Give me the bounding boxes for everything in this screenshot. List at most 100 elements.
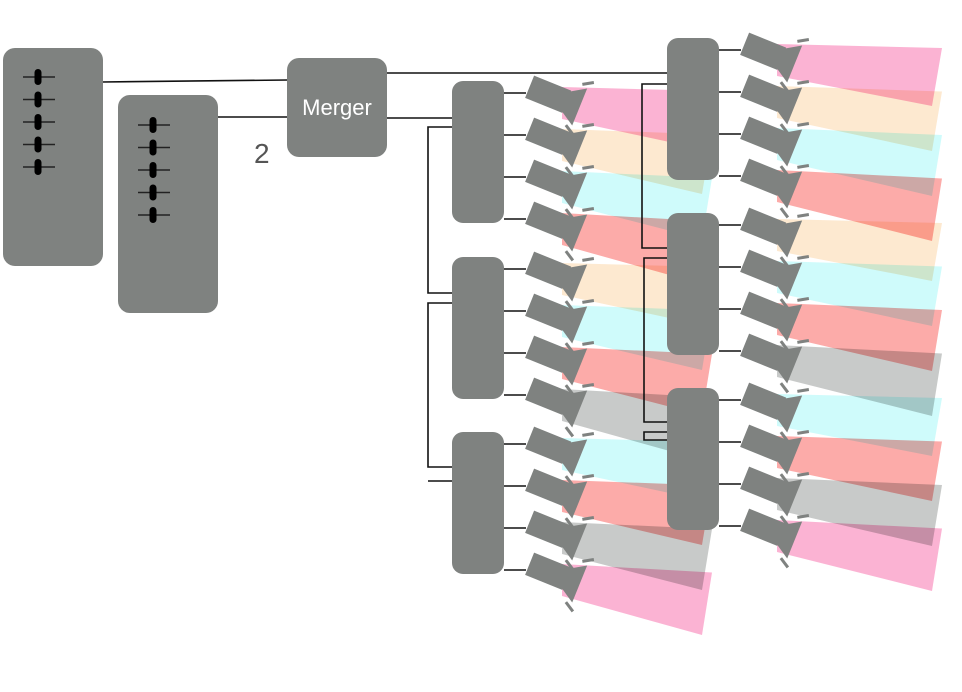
fixture-lens <box>776 45 803 83</box>
fixture-body <box>525 75 572 113</box>
merger-label: Merger <box>302 95 372 120</box>
moving-head-fixture[interactable] <box>734 193 810 268</box>
fixture-body <box>740 424 787 462</box>
moving-head-fixture[interactable] <box>519 496 595 571</box>
console-a-body <box>3 48 103 266</box>
fixture-yoke <box>779 165 790 177</box>
dimmer-bars <box>452 38 719 574</box>
fixture-yoke <box>779 256 790 268</box>
fixture-body <box>525 552 572 590</box>
fixture-yoke <box>564 559 575 571</box>
bar-right-2 <box>667 213 719 355</box>
moving-head-fixture[interactable] <box>519 321 595 396</box>
fixture-yoke <box>779 515 790 527</box>
cable-console-a-merger <box>101 79 289 83</box>
fixture-lens <box>561 130 588 168</box>
moving-head-fixture[interactable] <box>519 363 595 438</box>
fixture-yoke <box>564 475 575 487</box>
fixture-yoke <box>582 165 595 170</box>
fixture-yoke <box>797 122 810 127</box>
fixture-lens <box>776 129 803 167</box>
bar-left-2 <box>452 257 504 399</box>
fixture-yoke <box>779 298 790 310</box>
fixture-yoke <box>797 297 810 302</box>
fixture-body <box>740 382 787 420</box>
fixture-yoke <box>779 81 790 93</box>
fixture-yoke <box>564 384 575 396</box>
moving-head-fixture[interactable] <box>734 235 810 310</box>
fixture-yoke <box>582 299 595 304</box>
console-a-fader-knob[interactable] <box>34 136 42 153</box>
moving-head-fixture[interactable] <box>519 412 595 487</box>
fixture-lens <box>776 437 803 475</box>
moving-head-fixture[interactable] <box>519 145 595 220</box>
moving-head-fixture[interactable] <box>519 187 595 262</box>
moving-head-fixture[interactable] <box>519 538 595 613</box>
fixture-yoke <box>582 383 595 388</box>
fixture-yoke <box>582 432 595 437</box>
fixture-yoke <box>797 430 810 435</box>
moving-head-fixture[interactable] <box>734 102 810 177</box>
fixture-yoke <box>564 300 575 312</box>
console-a-fader-knob[interactable] <box>34 159 42 175</box>
fixture-yoke <box>779 207 790 219</box>
merger: Merger <box>287 58 387 157</box>
fixture-yoke <box>564 517 575 529</box>
moving-head-fixture[interactable] <box>519 103 595 178</box>
fixture-body <box>740 116 787 154</box>
moving-head-fixture[interactable] <box>519 61 595 136</box>
fixture-lens <box>776 87 803 125</box>
moving-head-fixture[interactable] <box>734 494 810 569</box>
moving-head-fixture[interactable] <box>734 319 810 394</box>
fixture-body <box>740 333 787 371</box>
console-b-fader-knob[interactable] <box>149 207 157 223</box>
fixture-lens <box>776 521 803 559</box>
fixture-body <box>740 249 787 287</box>
console-b-faders <box>138 117 170 223</box>
fixture-yoke <box>779 473 790 485</box>
fixture-lens <box>561 523 588 561</box>
console-a-fader-knob[interactable] <box>34 91 42 108</box>
moving-head-fixture[interactable] <box>734 144 810 219</box>
fixture-lens <box>561 172 588 210</box>
bar-right-1 <box>667 38 719 180</box>
fixture-yoke <box>779 557 790 569</box>
console-b-body <box>118 95 218 313</box>
fixture-body <box>740 74 787 112</box>
fixture-yoke <box>582 516 595 521</box>
moving-head-fixture[interactable] <box>734 60 810 135</box>
moving-head-fixture[interactable] <box>519 279 595 354</box>
fixture-yoke <box>797 164 810 169</box>
moving-head-fixture[interactable] <box>734 452 810 527</box>
fixture-yoke <box>779 123 790 135</box>
cable-chain-right-1 <box>641 83 668 249</box>
moving-head-fixture[interactable] <box>734 18 810 93</box>
fixture-yoke <box>564 124 575 136</box>
fixture-yoke <box>797 514 810 519</box>
fixture-yoke <box>582 207 595 212</box>
fixture-body <box>525 117 572 155</box>
link-count-label: 2 <box>254 138 270 169</box>
console-a-fader-knob[interactable] <box>34 114 42 130</box>
light-beam <box>777 520 942 591</box>
console-b-fader-knob[interactable] <box>149 162 157 178</box>
fixture-lens <box>776 220 803 258</box>
fixture-body <box>740 158 787 196</box>
fixture-yoke <box>797 255 810 260</box>
fixture-yoke <box>582 474 595 479</box>
moving-head-fixture[interactable] <box>519 237 595 312</box>
fixture-lens <box>776 171 803 209</box>
fixture-yoke <box>797 80 810 85</box>
moving-head-fixture[interactable] <box>734 368 810 443</box>
fixture-yoke <box>582 341 595 346</box>
console-b-fader-knob[interactable] <box>149 184 157 201</box>
fixture-lens <box>776 346 803 384</box>
console-b-fader-knob[interactable] <box>149 117 157 133</box>
moving-head-fixture[interactable] <box>519 454 595 529</box>
console-a-fader-knob[interactable] <box>34 69 42 85</box>
moving-head-fixture[interactable] <box>734 410 810 485</box>
console-b-fader-knob[interactable] <box>149 139 157 156</box>
moving-head-fixture[interactable] <box>734 277 810 352</box>
fixture-yoke <box>564 426 575 438</box>
fixture-body <box>525 201 572 239</box>
